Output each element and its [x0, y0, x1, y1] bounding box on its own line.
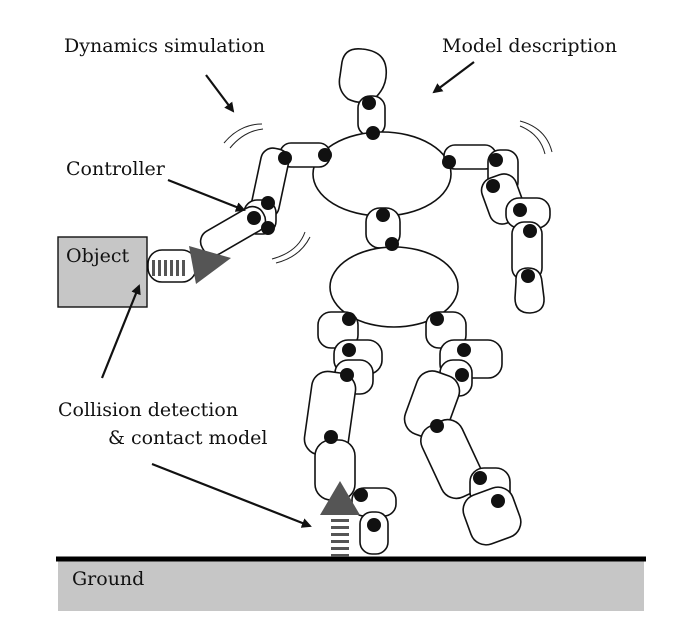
dynamics-simulation-label: Dynamics simulation	[64, 35, 265, 57]
joint-right-ankle	[473, 471, 487, 485]
joint-neck-upper	[362, 96, 376, 110]
joint-left-shin	[324, 430, 338, 444]
joints	[247, 96, 537, 532]
ground-slab	[58, 559, 644, 611]
swish-top-right	[519, 120, 553, 153]
right-leg	[403, 311, 522, 546]
joint-waist-lower	[385, 237, 399, 251]
joint-right-elbow	[486, 179, 500, 193]
right-foot-segment	[462, 486, 522, 546]
joint-left-foot	[367, 518, 381, 532]
hand-force-arrowhead	[189, 246, 231, 284]
joint-right-foot	[491, 494, 505, 508]
joint-left-elbow-upper	[261, 196, 275, 210]
left-toe-segment	[359, 511, 389, 555]
left-arm	[147, 142, 331, 283]
joint-right-wrist-upper	[523, 224, 537, 238]
model-description-label: Model description	[442, 35, 617, 57]
joint-left-knee	[340, 368, 354, 382]
joint-waist-upper	[376, 208, 390, 222]
joint-right-knee	[455, 368, 469, 382]
joint-right-shoulder-outer	[489, 153, 503, 167]
joint-left-shoulder-outer	[278, 151, 292, 165]
joint-left-elbow-lower	[247, 211, 261, 225]
chest-segment	[312, 131, 452, 217]
ground: Ground	[56, 556, 646, 611]
foot-force-stripes	[331, 519, 349, 557]
joint-left-thigh	[342, 343, 356, 357]
swish-hand-inner	[275, 236, 311, 264]
head-segment	[338, 47, 388, 104]
humanoid-model	[147, 47, 551, 555]
hand-contact-force-arrow	[152, 246, 231, 284]
joint-left-ankle	[354, 488, 368, 502]
collision-to-object-arrow	[100, 284, 141, 379]
swish-top-right-inner	[519, 125, 546, 155]
joint-right-hip	[430, 312, 444, 326]
swish-hand	[271, 231, 306, 260]
object-box	[57, 236, 148, 308]
swish-top-left-inner	[229, 128, 264, 149]
joint-right-shoulder-inner	[442, 155, 456, 169]
motion-lines	[223, 120, 553, 264]
controller-arrow	[167, 178, 246, 212]
controller-label: Controller	[66, 158, 166, 180]
contact-model-label: & contact model	[108, 427, 268, 449]
object: Object	[57, 236, 148, 308]
ground-label: Ground	[72, 568, 144, 590]
joint-neck-lower	[366, 126, 380, 140]
swish-top-left	[223, 123, 263, 144]
collision-to-foot-arrow	[151, 462, 312, 528]
joint-left-shoulder-inner	[318, 148, 332, 162]
right-arm	[443, 144, 551, 314]
joint-right-wrist-lower	[521, 269, 535, 283]
joint-right-shin	[430, 419, 444, 433]
collision-detection-label: Collision detection	[58, 399, 238, 421]
joint-left-wrist	[261, 221, 275, 235]
hand-force-stripes	[152, 260, 185, 276]
joint-right-forearm	[513, 203, 527, 217]
pointer-arrows	[100, 61, 475, 528]
left-forearm-segment	[199, 205, 267, 257]
dynamics-arrow	[205, 74, 235, 113]
object-label: Object	[66, 245, 130, 267]
model-description-arrow	[432, 61, 475, 94]
joint-right-thigh	[457, 343, 471, 357]
joint-left-hip	[342, 312, 356, 326]
foot-force-arrowhead	[320, 481, 360, 515]
foot-contact-force-arrow	[320, 481, 360, 557]
